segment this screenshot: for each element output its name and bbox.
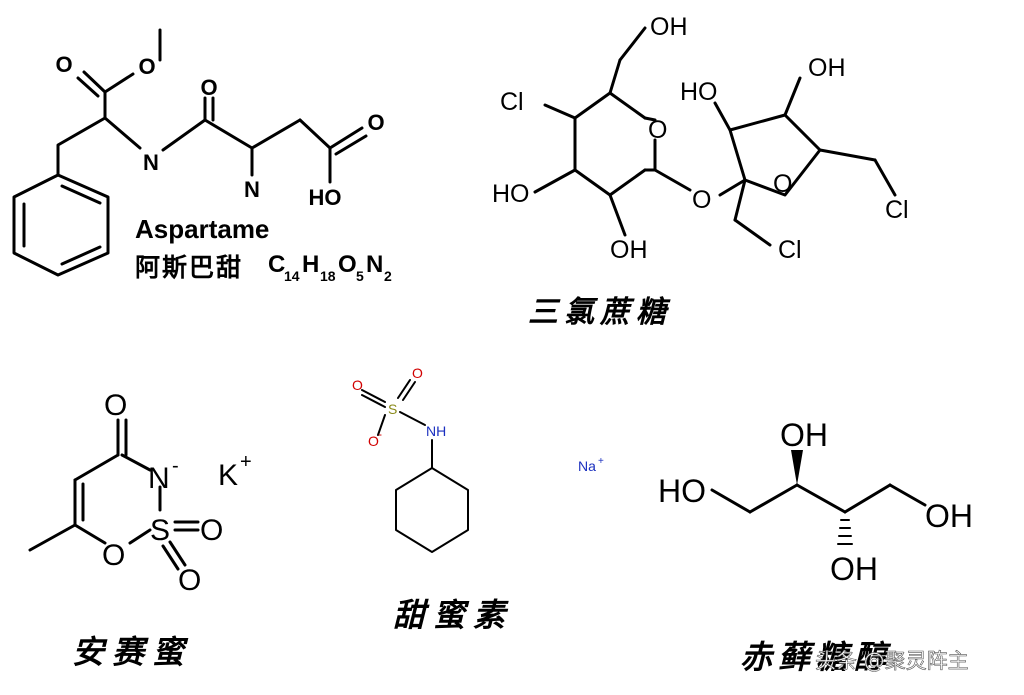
- acesulfame-o-s2: O: [178, 564, 201, 597]
- svg-text:N: N: [366, 251, 383, 278]
- acesulfame-k: K: [218, 459, 238, 492]
- aspartame-o-ketone: O: [55, 52, 72, 77]
- aspartame-o-ester: O: [138, 54, 155, 79]
- erythritol-hash-bond: [837, 519, 853, 545]
- svg-text:14: 14: [284, 268, 300, 284]
- cyclamate-cyclohexane-ring: [395, 467, 469, 553]
- cyclamate-na: Na: [578, 458, 596, 474]
- sucralose-oh-furan: OH: [808, 54, 846, 82]
- acesulfame-o-s1: O: [200, 514, 223, 547]
- erythritol-wedge-bond: [791, 450, 803, 485]
- watermark: 头条 @聚灵阵主: [815, 649, 969, 673]
- aspartame-n-amine: N: [244, 177, 260, 202]
- cyclamate-s: S: [388, 401, 397, 417]
- sucralose-o-ring1: O: [648, 116, 667, 144]
- aspartame-oh-acid: HO: [309, 185, 342, 210]
- acesulfame-o-ring: O: [102, 539, 125, 572]
- acesulfame-k-charge: +: [240, 451, 252, 473]
- cyclamate-na-charge: +: [598, 456, 604, 467]
- aspartame-o-amide: O: [200, 75, 217, 100]
- sucralose-structure: OH Cl O HO OH O HO OH O Cl Cl 三氯蔗糖: [492, 13, 909, 330]
- erythritol-oh-top: OH: [780, 417, 828, 453]
- erythritol-structure: OH HO OH OH 赤藓糖醇: [658, 417, 973, 676]
- cyclamate-o-top: O: [412, 365, 423, 381]
- erythritol-oh-bottom: OH: [830, 551, 878, 587]
- acesulfame-n-charge: -: [172, 455, 179, 477]
- sucralose-o-ring2: O: [773, 170, 792, 198]
- aspartame-name-zh: 阿斯巴甜: [135, 253, 243, 282]
- aspartame-formula: C 14 H 18 O 5 N 2: [268, 251, 392, 284]
- erythritol-ho-left: HO: [658, 473, 706, 509]
- aspartame-n-amide: N: [143, 150, 159, 175]
- acesulfame-name-zh: 安赛蜜: [72, 633, 192, 671]
- acesulfame-s: S: [150, 514, 170, 547]
- cyclamate-o-charge: -: [378, 427, 382, 441]
- aspartame-phenyl-ring: [12, 173, 110, 277]
- sucralose-oh-bottom: OH: [610, 236, 648, 264]
- acesulfame-n: N: [148, 462, 170, 495]
- sucralose-cl-left: Cl: [500, 88, 524, 116]
- svg-text:18: 18: [320, 268, 336, 284]
- aspartame-name-en: Aspartame: [135, 214, 269, 244]
- svg-text:H: H: [302, 251, 319, 278]
- sucralose-ho-furan: HO: [680, 78, 718, 106]
- sucralose-name-zh: 三氯蔗糖: [528, 295, 672, 330]
- cyclamate-o-left: O: [352, 377, 363, 393]
- sucralose-cl-bottom: Cl: [778, 236, 802, 264]
- svg-text:O: O: [338, 251, 357, 278]
- erythritol-name-zh: 赤藓糖醇: [740, 638, 892, 676]
- sucralose-furanose-ring: [728, 113, 822, 197]
- aspartame-structure: O O N O N O HO Aspartame 阿斯巴甜 C 14 H 18 …: [12, 28, 392, 284]
- sucralose-cl-right: Cl: [885, 196, 909, 224]
- cyclamate-o-minus: O: [368, 433, 379, 449]
- acesulfame-k-structure: O N - K + S O O O 安赛蜜: [28, 389, 252, 671]
- svg-text:2: 2: [384, 268, 392, 284]
- cyclamate-name-zh: 甜蜜素: [393, 596, 513, 634]
- sucralose-oh-top: OH: [650, 13, 688, 41]
- aspartame-o-acid: O: [367, 110, 384, 135]
- cyclamate-structure: O O S O - NH Na + 甜蜜素: [352, 365, 604, 634]
- acesulfame-o-carbonyl: O: [104, 389, 127, 422]
- svg-text:5: 5: [356, 268, 364, 284]
- sucralose-ho-left: HO: [492, 180, 530, 208]
- cyclamate-nh: NH: [426, 423, 446, 439]
- sucralose-o-bridge: O: [692, 186, 711, 214]
- svg-text:C: C: [268, 251, 285, 278]
- erythritol-oh-right: OH: [925, 498, 973, 534]
